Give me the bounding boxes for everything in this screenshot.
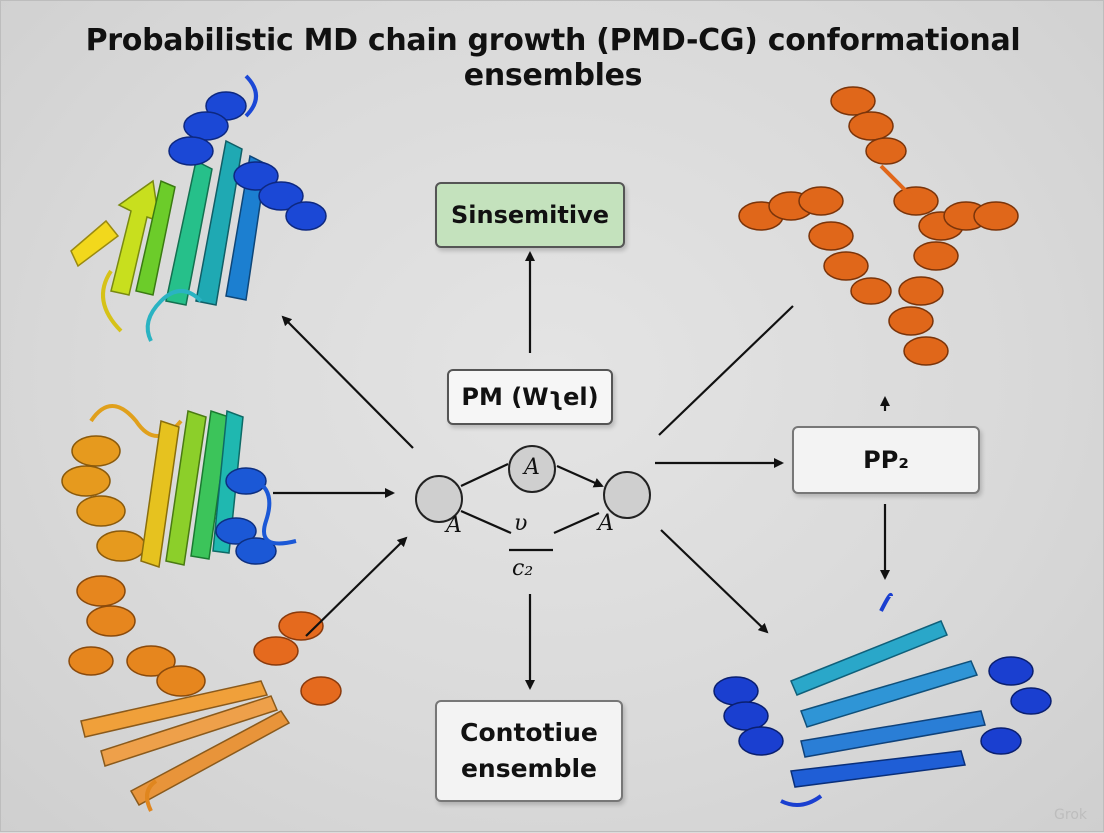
arrows (273, 251, 890, 690)
node-left-label: A (446, 513, 462, 538)
pm-box: PM (Wʅel) (447, 369, 613, 425)
pp2-box: PP₂ (792, 426, 980, 494)
node-center (508, 445, 556, 493)
protein-top-left (70, 74, 327, 342)
contotiue-label-line1: Contotiue (460, 717, 598, 747)
mid-upper-symbol: υ (514, 511, 528, 536)
node-center-label: A (524, 455, 540, 480)
protein-bottom-right (713, 593, 1052, 807)
protein-middle-left (61, 404, 297, 568)
diagram-title: Probabilistic MD chain growth (PMD-CG) c… (85, 23, 1021, 93)
node-left (415, 475, 463, 523)
protein-bottom-left (68, 575, 342, 812)
mid-lower-symbol: ϲ₂ (512, 556, 534, 581)
contotiue-ensemble-box: Contotiue ensemble (435, 700, 623, 802)
sinsemitive-label: Sinsemitive (450, 201, 609, 229)
node-right (603, 471, 651, 519)
contotiue-label-line2: ensemble (460, 754, 598, 783)
graph-nodes (415, 445, 651, 523)
sinsemitive-box: Sinsemitive (435, 182, 625, 248)
protein-top-right (738, 86, 1019, 366)
pm-label: PM (Wʅel) (461, 383, 599, 411)
node-right-label: A (598, 511, 614, 536)
pp2-label: PP₂ (863, 446, 909, 474)
watermark: Grok (1054, 807, 1087, 823)
